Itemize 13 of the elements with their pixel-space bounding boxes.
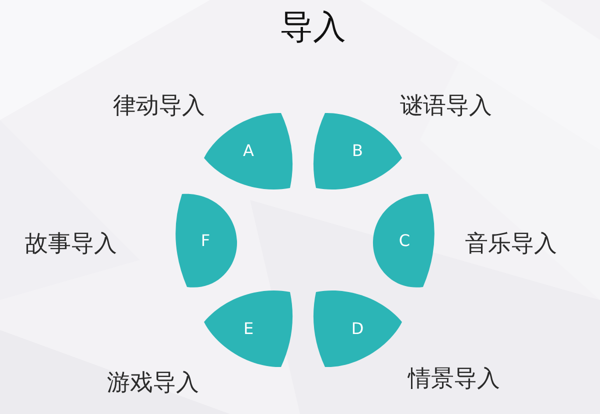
category-label: 音乐导入 bbox=[465, 233, 557, 256]
category-label: 情景导入 bbox=[408, 368, 500, 391]
petal-shape: C bbox=[372, 194, 437, 288]
title: 导入 bbox=[280, 10, 346, 43]
petal-shape: A bbox=[204, 112, 293, 190]
category-label: 律动导入 bbox=[113, 95, 205, 118]
petal-shape: D bbox=[313, 290, 402, 368]
category-label: 谜语导入 bbox=[400, 95, 492, 118]
category-label: 故事导入 bbox=[25, 233, 117, 256]
petal-shape: B bbox=[313, 112, 402, 190]
petal-shape: F bbox=[173, 194, 238, 288]
category-label: 游戏导入 bbox=[107, 372, 199, 395]
petal-shape: E bbox=[204, 290, 293, 368]
